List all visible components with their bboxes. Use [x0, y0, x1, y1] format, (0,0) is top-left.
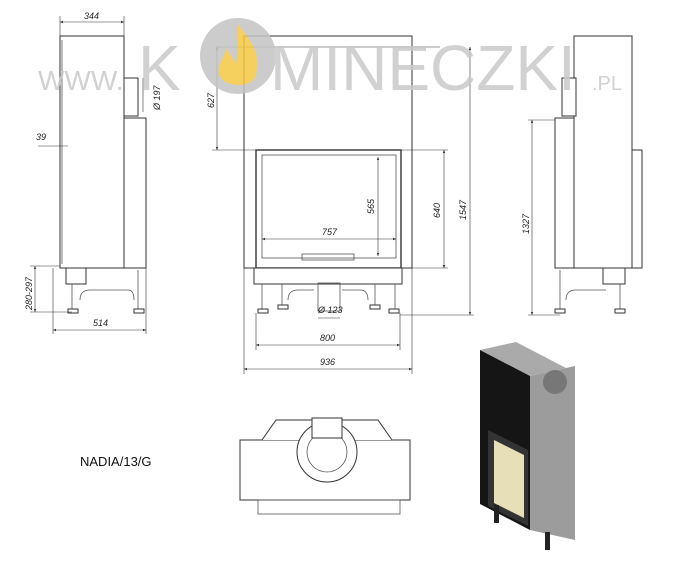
dim-depth: 514	[93, 318, 108, 328]
watermark-name: MINECZKI	[270, 32, 576, 104]
dim-glass-width: 757	[322, 227, 338, 237]
dim-width-top: 344	[84, 11, 99, 21]
dim-offset: 39	[36, 132, 46, 142]
flame-icon	[219, 24, 258, 85]
dim-leg-height: 280-297	[24, 276, 34, 311]
top-view	[239, 417, 411, 515]
model-label: NADIA/13/G	[80, 454, 152, 469]
front-view: 627 757 565 640 1547 Ø 123 800 936	[206, 35, 474, 374]
kominek-watermark-logo: WWW. K MINECZKI .PL	[38, 18, 622, 104]
watermark-suffix: .PL	[592, 73, 622, 95]
dim-flue-diameter: Ø 197	[152, 84, 162, 111]
dim-total-width: 936	[320, 357, 335, 367]
dim-outlet-diameter: Ø 123	[317, 305, 343, 315]
watermark-prefix: WWW.	[38, 65, 124, 96]
dim-door-height: 640	[432, 203, 442, 218]
dim-top-height: 627	[206, 92, 216, 108]
right-side-view: 1327	[521, 35, 643, 316]
fireplace-3d-render	[480, 342, 575, 550]
left-side-view: 344 Ø 197 39 280-297 514	[24, 11, 162, 334]
watermark-k: K	[138, 32, 181, 104]
dim-legs-width: 800	[320, 333, 335, 343]
dim-height-right: 1327	[521, 213, 531, 234]
dim-glass-height: 565	[366, 198, 376, 214]
dim-total-height: 1547	[458, 199, 468, 220]
